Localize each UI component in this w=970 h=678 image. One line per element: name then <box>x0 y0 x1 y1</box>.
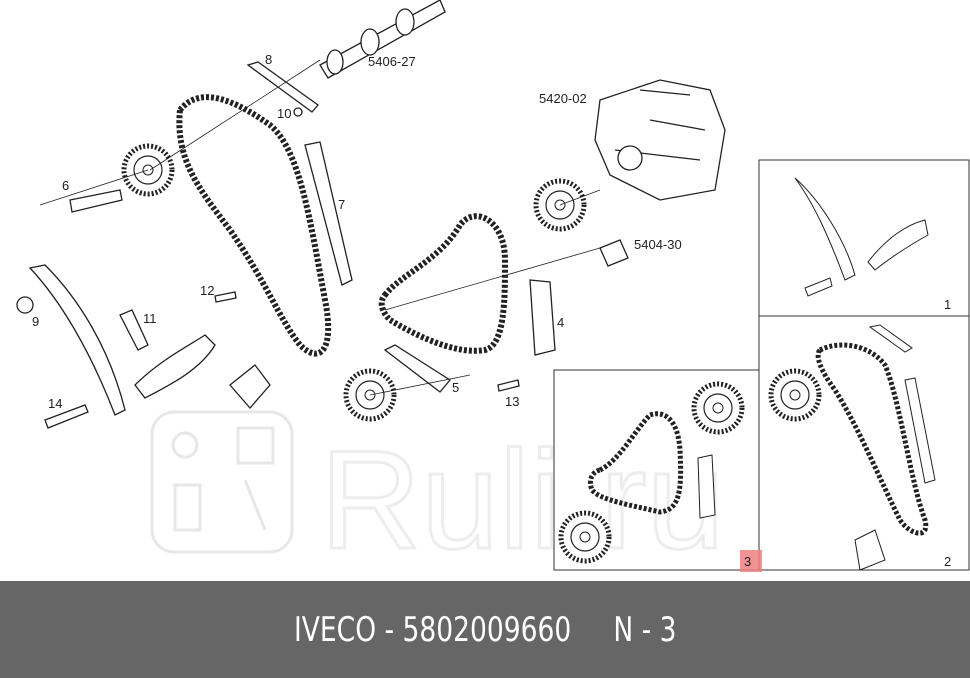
callout-11: 11 <box>143 311 157 326</box>
seal-cone <box>229 364 271 409</box>
callout-12: 12 <box>200 283 214 298</box>
tensioner-rail-curved <box>134 334 216 399</box>
callout-9: 9 <box>32 314 39 329</box>
callout-4: 4 <box>557 315 564 330</box>
pump-gear-seal <box>599 239 629 267</box>
inset-box-3 <box>553 369 762 572</box>
callout-8: 8 <box>265 52 272 67</box>
chain-guide-5 <box>383 344 451 393</box>
chain-tensioner-4 <box>529 279 556 356</box>
callout-10: 10 <box>277 106 291 121</box>
part-caption: IVECO - 5802009660 N - 3 <box>293 609 677 650</box>
timing-chain-parts-diagram: Ruli.ru <box>16 0 970 580</box>
callout-13: 13 <box>505 394 519 409</box>
callout-7: 7 <box>338 197 345 212</box>
high-pressure-pump <box>594 79 726 201</box>
primary-timing-chain <box>176 94 332 357</box>
callout-5406-27: 5406-27 <box>368 54 416 69</box>
callout-5: 5 <box>452 380 459 395</box>
bolt-6 <box>69 189 123 213</box>
callout-1: 1 <box>944 297 951 312</box>
tensioner-rail-9 <box>28 264 126 416</box>
plug-9 <box>16 296 34 314</box>
callout-6: 6 <box>62 178 69 193</box>
callout-5420-02: 5420-02 <box>539 91 587 106</box>
inset-box-2 <box>758 315 970 571</box>
bolt-12 <box>214 291 237 303</box>
callout-labels: 8 5406-27 10 5420-02 6 7 5404-30 12 4 9 … <box>32 52 951 569</box>
chain-guide-7 <box>304 141 353 286</box>
washer-10 <box>293 107 303 117</box>
callout-3: 3 <box>744 554 751 569</box>
callout-14: 14 <box>48 396 62 411</box>
svg-text:Ruli.ru: Ruli.ru <box>320 421 725 578</box>
secondary-timing-chain <box>378 213 509 354</box>
plug-11 <box>119 309 149 351</box>
bolt-13 <box>497 379 520 392</box>
callout-2: 2 <box>944 554 951 569</box>
inset-box-1 <box>758 159 970 317</box>
chain-guide-8 <box>246 61 319 113</box>
part-caption-bar: IVECO - 5802009660 N - 3 <box>0 581 970 678</box>
highlight-marker <box>740 550 762 572</box>
watermark-logo: Ruli.ru <box>150 410 726 580</box>
camshaft <box>319 0 446 79</box>
bolt-14 <box>44 404 89 429</box>
callout-5404-30: 5404-30 <box>634 237 682 252</box>
